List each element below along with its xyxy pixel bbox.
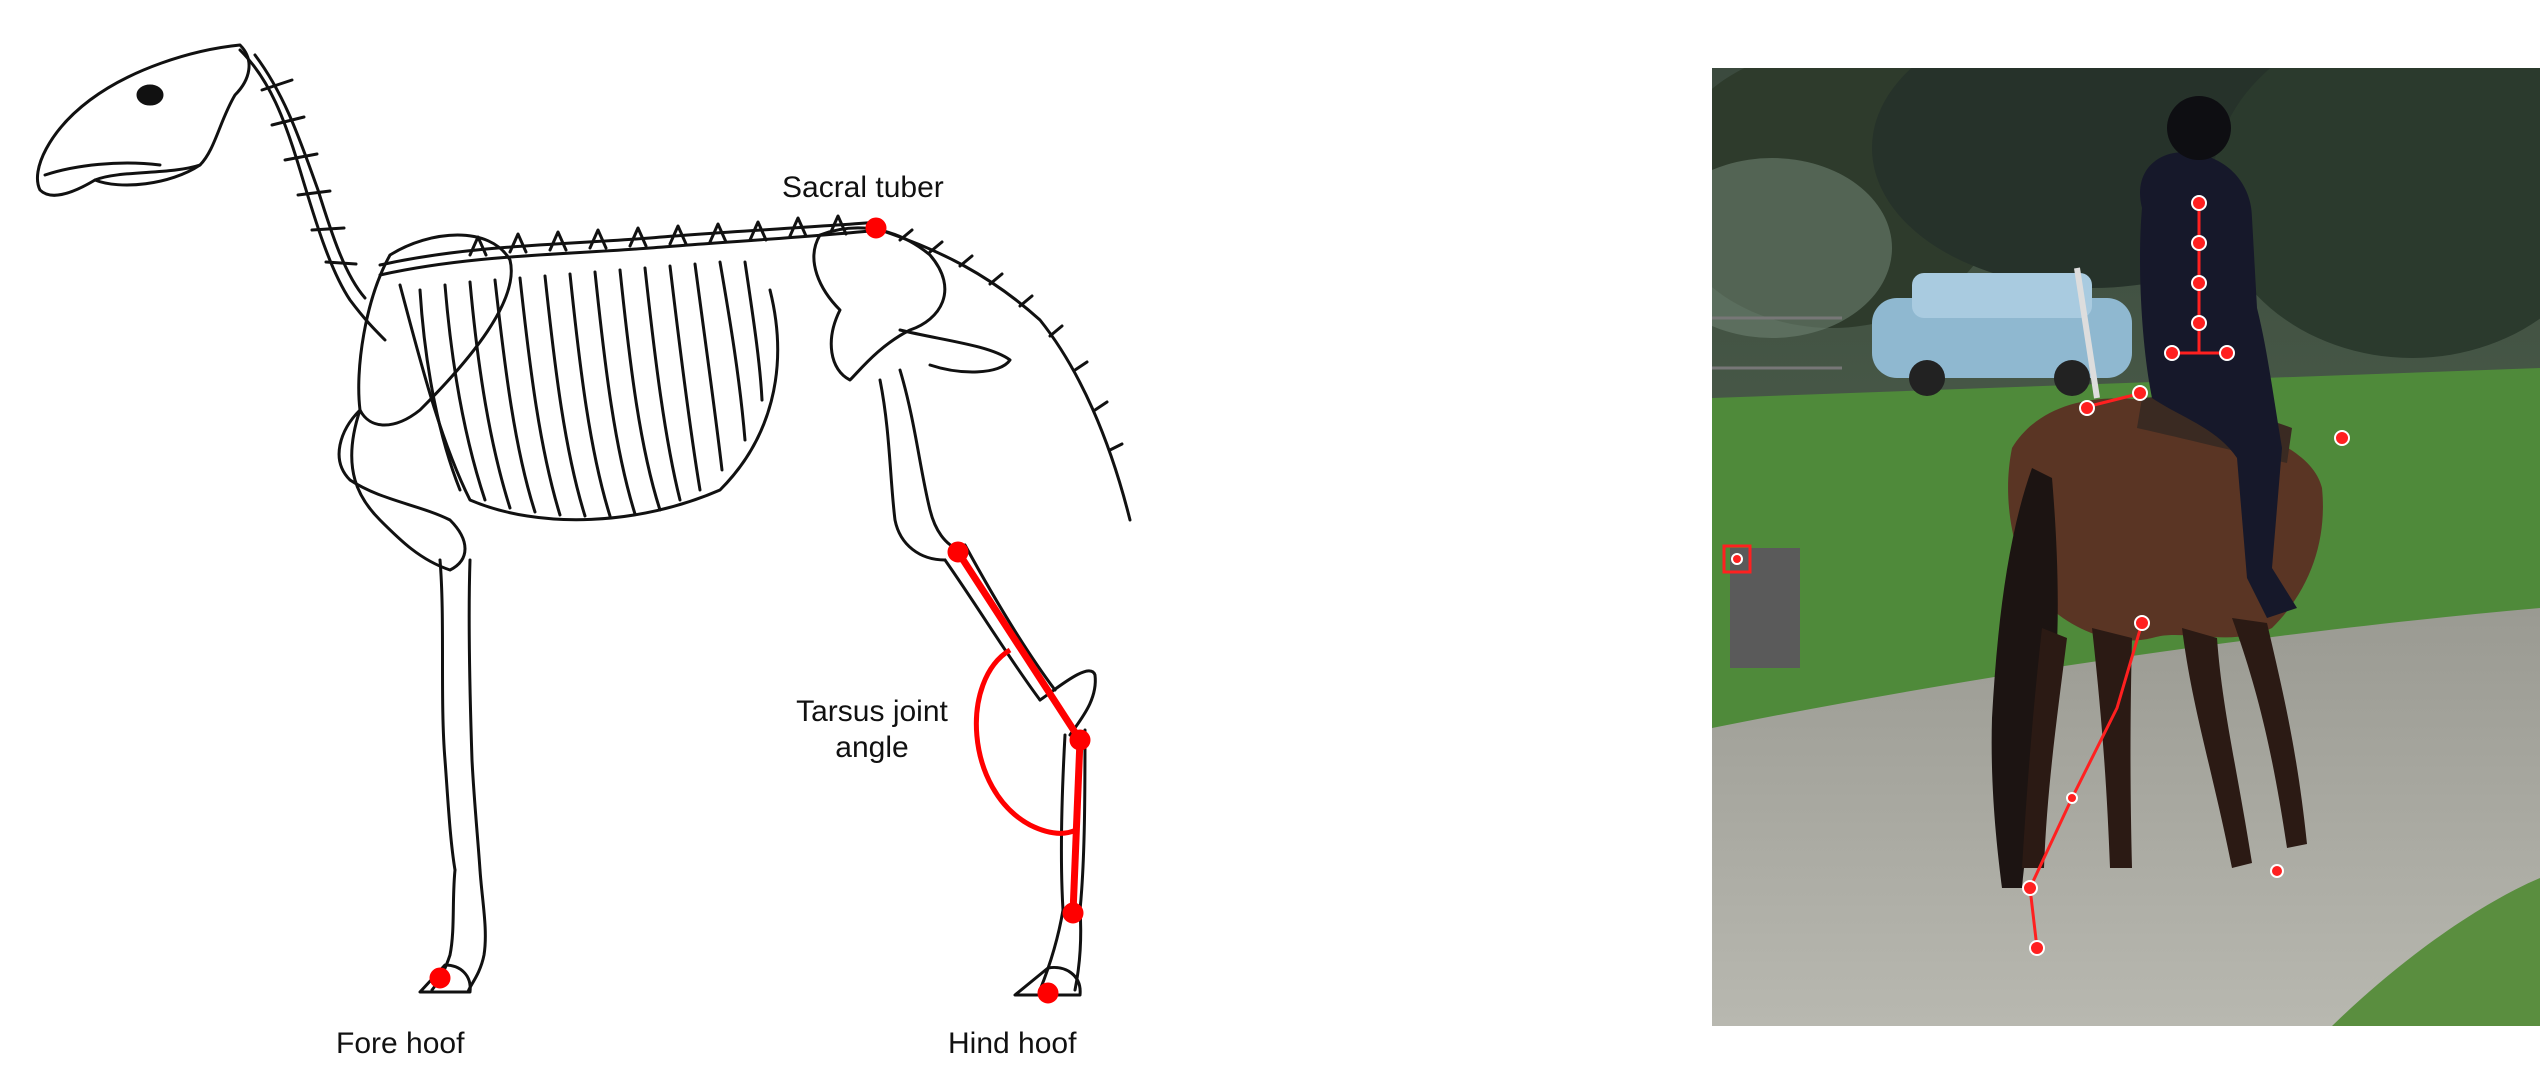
tarsus-joint-label: Tarsus joint angle: [772, 694, 972, 766]
humerus: [339, 410, 465, 570]
hind-cannon: [1062, 735, 1065, 910]
horse-skeleton-diagram: Sacral tuber Tarsus joint angle Fore hoo…: [0, 0, 1160, 1062]
horse-rider-photo: [1712, 68, 2540, 1026]
photo-scene: [1712, 68, 2540, 1026]
tail: [880, 230, 1130, 520]
sacral-tuber-dot: [866, 218, 886, 238]
fore-leg: [440, 560, 455, 870]
tarsus-joint-label-line2: angle: [772, 730, 972, 766]
tarsus-joint-label-line1: Tarsus joint: [772, 694, 972, 730]
pelvis: [814, 228, 945, 380]
femur: [900, 370, 960, 550]
cannon-segment: [1073, 740, 1080, 913]
hind-hoof-dot: [1038, 983, 1058, 1003]
skeleton-drawing: [0, 0, 1160, 1062]
measurement-markers: [430, 218, 1090, 1003]
skull: [37, 45, 249, 195]
fore-hoof-dot: [430, 968, 450, 988]
tibia: [945, 560, 1040, 700]
fore-hoof-label: Fore hoof: [336, 1026, 464, 1062]
ribs: [420, 262, 762, 516]
hind-hoof-label: Hind hoof: [948, 1026, 1076, 1062]
sacral-tuber-label: Sacral tuber: [782, 170, 944, 206]
